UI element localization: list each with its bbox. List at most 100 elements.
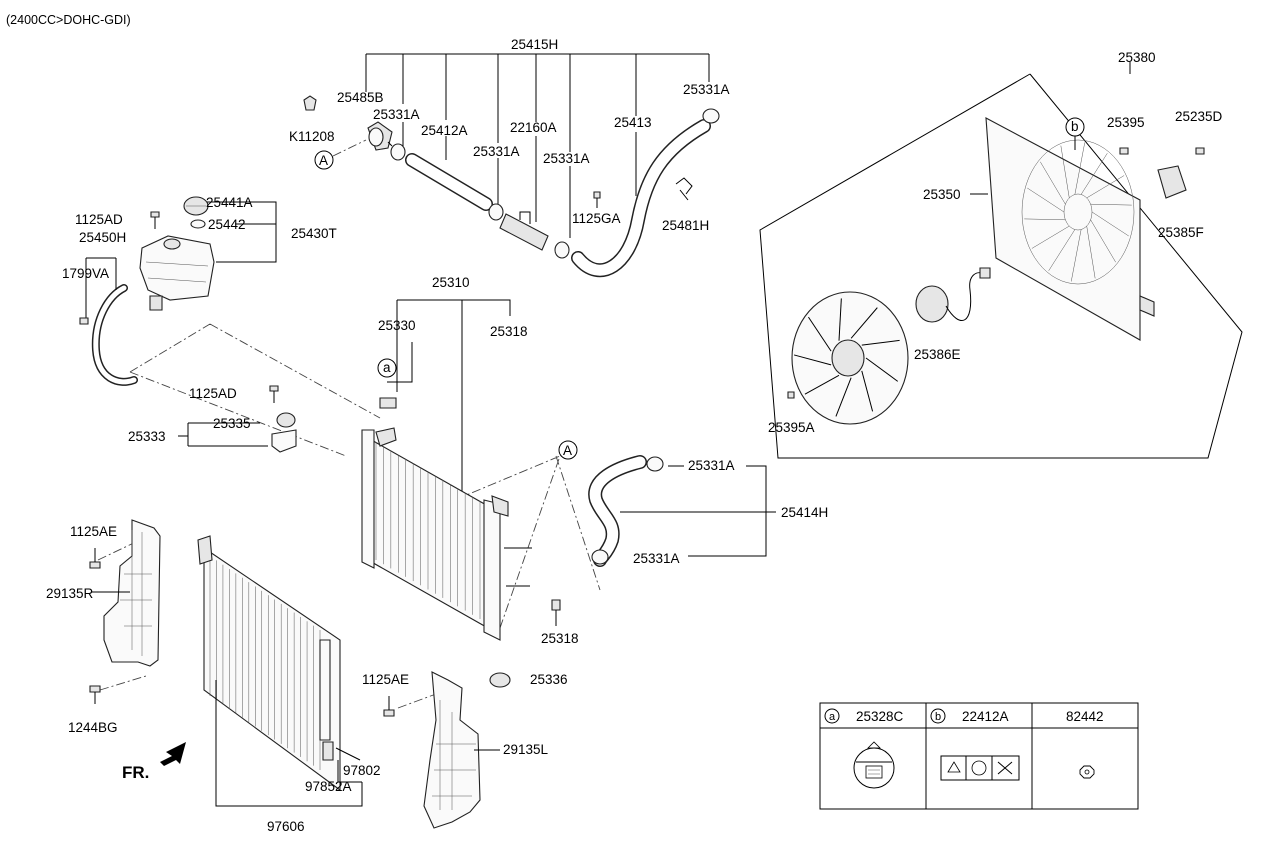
label-1125AD: 1125AD [189, 386, 237, 401]
label-1244BG: 1244BG [68, 720, 118, 735]
label-25415H: 25415H [511, 37, 558, 52]
hose-clamp[interactable] [646, 456, 664, 472]
label-25441A: 25441A [206, 195, 253, 210]
svg-text:a: a [383, 360, 391, 375]
upper-hose-25412A[interactable] [405, 153, 493, 211]
hose-connector-22160A[interactable] [499, 211, 549, 251]
upper-hose-25413[interactable] [571, 119, 711, 278]
label-25331A: 25331A [543, 151, 590, 166]
legend-c-part: 82442 [1066, 709, 1104, 724]
label-25481H: 25481H [662, 218, 709, 233]
clip-25481H[interactable] [675, 177, 693, 201]
receiver-drier-97802[interactable] [322, 741, 334, 761]
label-25442: 25442 [208, 217, 246, 232]
resistor-25385F[interactable] [1157, 165, 1187, 199]
fan-warning-label-icon [940, 755, 1020, 781]
reservoir-cap-25441A[interactable] [183, 196, 209, 216]
label-25385F: 25385F [1158, 225, 1204, 240]
lower-hose-group [588, 455, 776, 567]
legend-a-part: 25328C [856, 709, 904, 724]
label-25430T: 25430T [291, 226, 337, 241]
shroud-25350[interactable] [985, 117, 1155, 341]
bolt-1125AE[interactable] [383, 696, 395, 717]
label-25333: 25333 [128, 429, 166, 444]
callout-A-mid: A [558, 440, 578, 460]
fan-blade[interactable] [791, 291, 909, 425]
air-guard-left-group [383, 671, 500, 829]
hose-clamp[interactable] [702, 108, 720, 124]
radiator-25310[interactable] [361, 427, 532, 641]
condenser-group [197, 535, 363, 807]
label-29135L: 29135L [503, 742, 549, 757]
air-guard-29135R[interactable] [103, 519, 161, 667]
o-ring-25442[interactable] [190, 219, 206, 229]
bolt-1125AD[interactable] [150, 211, 160, 229]
svg-text:A: A [319, 153, 328, 168]
label-25318: 25318 [541, 631, 579, 646]
label-1125AD: 1125AD [75, 212, 123, 227]
label-25336: 25336 [530, 672, 568, 687]
label-1125AE: 1125AE [70, 524, 117, 539]
label-97606: 97606 [267, 819, 305, 834]
label-K11208: K11208 [289, 129, 335, 144]
label-1125AE: 1125AE [362, 672, 409, 687]
caution-label-icon [853, 741, 895, 789]
reservoir-tank-25430T[interactable] [139, 235, 215, 311]
bolt-1125GA[interactable] [593, 191, 601, 208]
label-25395A: 25395A [768, 420, 815, 435]
bracket-group [178, 385, 297, 453]
motor-25386E[interactable] [915, 267, 991, 323]
label-97802: 97802 [343, 763, 381, 778]
bolt-1125AE[interactable] [89, 548, 101, 569]
label-25235D: 25235D [1175, 109, 1223, 124]
overflow-hose-25450H[interactable] [91, 284, 138, 386]
label-25331A: 25331A [683, 82, 730, 97]
hose-clamp[interactable] [554, 241, 570, 259]
air-guard-group [89, 519, 161, 704]
label-25330: 25330 [378, 318, 416, 333]
label-25335: 25335 [213, 416, 251, 431]
svg-text:b: b [1071, 119, 1079, 134]
label-25450H: 25450H [79, 230, 126, 245]
bolt-25235D[interactable] [1195, 147, 1205, 155]
clip-1799VA[interactable] [79, 317, 89, 325]
radiator-group [361, 299, 561, 688]
air-guard-29135L[interactable] [423, 671, 481, 829]
bracket-25333[interactable] [271, 429, 297, 453]
cap-seal-25330[interactable] [379, 397, 397, 409]
plug-K11208[interactable] [303, 95, 317, 111]
hose-clamp[interactable] [591, 549, 609, 565]
legend-table: a 25328C b 22412A 82442 [819, 702, 1139, 810]
fan-assembly-25380 [759, 62, 1243, 459]
mount-25336[interactable] [489, 672, 511, 688]
engine-spec-header: (2400CC>DOHC-GDI) [6, 13, 131, 27]
hose-assembly-25415H [303, 53, 720, 278]
screw-25395A[interactable] [787, 391, 795, 399]
label-97852A: 97852A [305, 779, 352, 794]
front-direction-indicator: FR. [122, 742, 186, 782]
lower-hose-25414H[interactable] [588, 455, 647, 567]
label-25318: 25318 [490, 324, 528, 339]
front-arrow-icon [160, 742, 186, 766]
label-25331A: 25331A [688, 458, 735, 473]
callout-b: b [1065, 117, 1085, 150]
callout-A-top: A [314, 139, 367, 170]
svg-text:A: A [563, 443, 572, 458]
drain-plug-25318[interactable] [551, 599, 561, 626]
label-29135R: 29135R [46, 586, 94, 601]
hose-fitting-25485B[interactable] [367, 121, 393, 151]
reservoir-assembly [79, 196, 277, 386]
callout-a: a [377, 358, 397, 378]
insulator-25335[interactable] [276, 412, 296, 428]
bolt-25395[interactable] [1119, 147, 1129, 155]
hose-clamp[interactable] [387, 141, 406, 161]
hose-clamp[interactable] [488, 203, 504, 221]
label-25310: 25310 [432, 275, 470, 290]
label-1125GA: 1125GA [572, 211, 621, 226]
bolt-1244BG[interactable] [89, 685, 101, 704]
condenser-97606[interactable] [197, 535, 341, 792]
label-25413: 25413 [614, 115, 652, 130]
bolt-1125AD[interactable] [269, 385, 279, 403]
label-25331A: 25331A [633, 551, 680, 566]
